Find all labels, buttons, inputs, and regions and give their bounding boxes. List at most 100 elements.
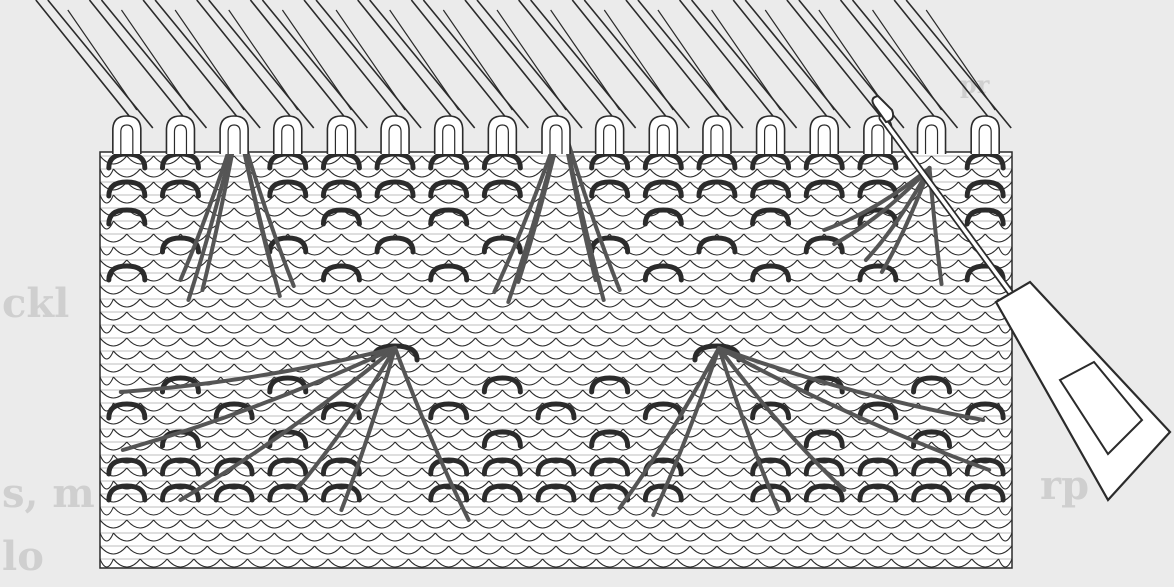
needle-hook [702,115,732,154]
stitch-row [99,558,1013,568]
knitted-fabric [99,151,1013,569]
needle-shaft [893,0,1012,129]
needle-hook-inner [120,124,134,154]
tuck-loop [481,457,523,477]
tuck-loop [964,263,1006,283]
needle-latch [442,9,513,111]
needle-latch [228,9,299,111]
yarn-float [120,346,398,452]
tuck-loop [481,179,523,199]
tuck-loop [803,235,845,255]
needle-hook [487,115,518,154]
tuck-loop [320,179,362,199]
tuck-loop [857,179,899,199]
stitch-row [99,415,1013,425]
needle-shaft [678,0,798,129]
needle-hook [809,115,840,154]
stitch-row [99,246,1013,256]
tuck-loop [642,263,684,283]
needle-latch [764,9,835,111]
needle-hook [541,115,571,154]
needle-shaft [410,0,529,129]
tuck-loop [267,235,309,255]
tuck-loop [267,483,309,503]
tuck-loop [106,207,148,227]
tuck-loop [642,483,684,503]
tuck-loop [320,263,362,283]
needle-latch [657,9,728,111]
tuck-loop [159,457,201,477]
needle-hook-inner [656,124,670,154]
tuck-loop [857,483,899,503]
tuck-loop [106,457,148,477]
tool-hook [871,94,895,124]
tuck-loop [428,457,470,477]
needle-latch [335,9,406,111]
yarn-float [339,346,398,512]
tuck-loop [481,235,523,255]
needle-shaft [196,0,315,129]
yarn-float [393,346,471,522]
tuck-loop [481,483,523,503]
tuck-loop [213,483,255,503]
stitch-row [99,480,1013,490]
yarn-float [863,166,932,262]
needle-hook-inner [442,124,456,154]
needle-hook-inner [334,124,349,154]
bleed-through-text: s, m [2,470,95,517]
tuck-loop [428,263,470,283]
tuck-loop [428,483,470,503]
tuck-loop [106,263,148,283]
tuck-loop [159,179,201,199]
tuck-loop [428,179,470,199]
needle-latch [925,9,996,111]
needle-hook-inner [817,124,831,154]
bleed-through-text: rp [1040,462,1090,509]
tuck-loop [857,207,899,227]
needle-latch [174,9,245,111]
tuck-loop [642,179,684,199]
needle-shaft [142,0,261,129]
needle-latch [711,9,782,111]
tuck-loop [267,457,309,477]
tuck-loop [750,207,792,227]
needle-hook-inner [603,124,617,154]
tuck-loop [267,375,309,395]
needle-shaft [249,0,369,129]
tuck-loop [911,375,953,395]
needle-hook [970,115,1000,154]
latch-tool-icon [871,94,1172,502]
yarn-float [118,346,398,394]
tuck-loop [964,179,1006,199]
needle-hook-inner [281,124,295,154]
needle-shaft [35,0,154,129]
tuck-loop [535,401,577,421]
stitch-row [99,441,1013,451]
tuck-loop [213,457,255,477]
tuck-loop [642,207,684,227]
needle-shaft [625,0,744,129]
tuck-loop [535,483,577,503]
yarn-float [651,346,721,517]
needle-hook-inner [763,124,778,154]
tuck-loop [535,457,577,477]
tuck-loop [803,179,845,199]
tuck-loop [428,401,470,421]
fabric-base [99,151,1013,569]
needle-hook-inner [388,124,402,154]
tuck-loop [589,483,631,503]
tuck-loop [696,235,738,255]
stitch-row [99,428,1013,438]
tuck-loop [374,235,416,255]
yarn-float [295,346,398,490]
tuck-loop [106,401,148,421]
needle-hook-inner [871,124,885,154]
tuck-loop [911,483,953,503]
tuck-loop [857,263,899,283]
yarn-float [832,166,932,246]
needle-shaft [303,0,422,129]
stitch-row [99,389,1013,399]
needle-shaft [571,0,690,129]
needle-hook [272,115,303,154]
tuck-loop [911,457,953,477]
